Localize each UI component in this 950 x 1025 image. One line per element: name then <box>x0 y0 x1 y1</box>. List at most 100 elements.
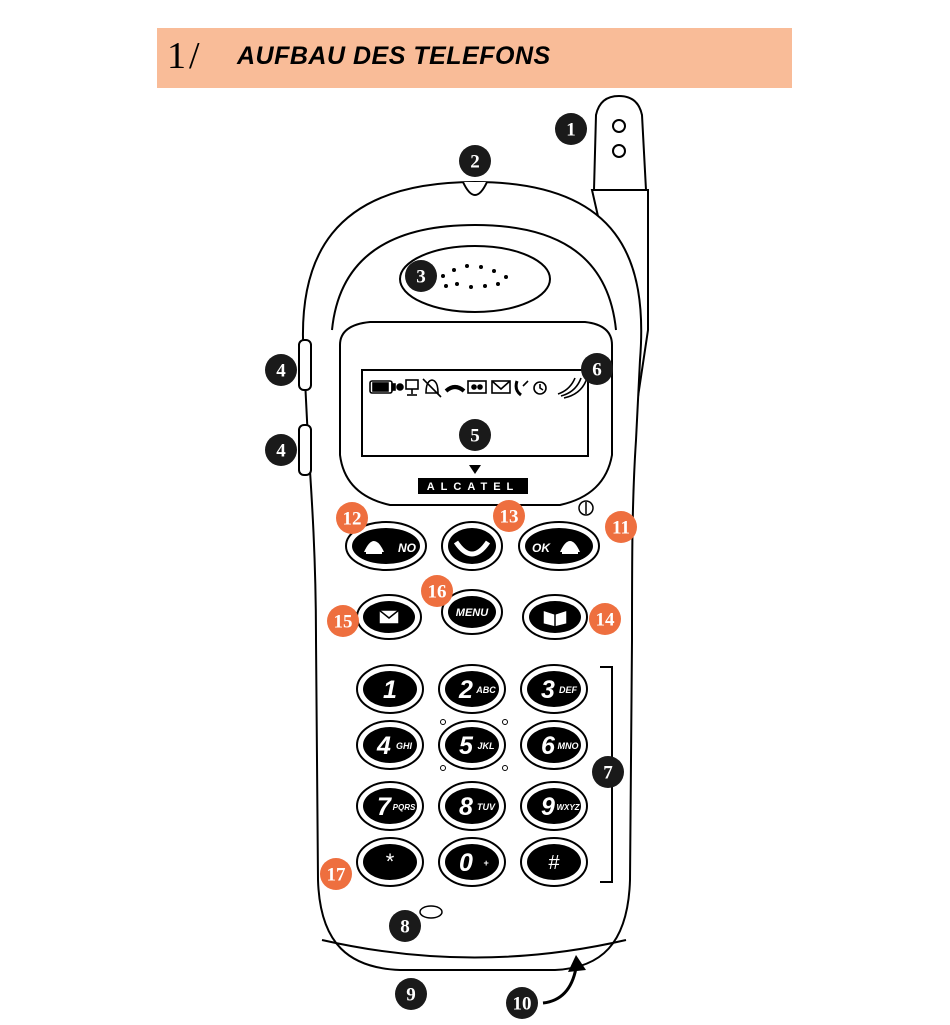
key-letters: GHI <box>396 741 413 751</box>
volume-up-button[interactable] <box>298 339 312 391</box>
numpad-key[interactable]: 1 <box>356 664 424 714</box>
key-letters: + <box>483 858 489 868</box>
key-digit: 8 <box>459 793 473 821</box>
callout-11: 11 <box>605 511 637 543</box>
callout-6: 6 <box>581 353 613 385</box>
callout-14: 14 <box>589 603 621 635</box>
antenna-hole-icon <box>612 144 626 158</box>
earpiece <box>399 245 551 313</box>
numpad-key[interactable]: * <box>356 837 424 887</box>
tactile-dot <box>502 719 508 725</box>
callout-number: 12 <box>343 509 362 530</box>
numpad-key[interactable]: 0+ <box>438 837 506 887</box>
navigation-arrow-icon <box>453 540 491 557</box>
callout-2: 2 <box>459 145 491 177</box>
pointer-triangle-icon <box>469 465 481 474</box>
volume-down-button[interactable] <box>298 424 312 476</box>
callout-number: 4 <box>276 361 286 382</box>
power-icon <box>578 500 594 516</box>
bell-off-icon <box>422 378 442 398</box>
callout-4: 4 <box>265 354 297 386</box>
callout-number: 8 <box>400 917 410 938</box>
key-letters: ABC <box>475 685 496 695</box>
section-number: 1/ <box>167 35 203 77</box>
key-digit: * <box>386 849 395 874</box>
key-digit: 3 <box>541 676 555 704</box>
battery-icon <box>369 380 404 394</box>
callout-number: 11 <box>612 518 630 539</box>
callout-number: 13 <box>500 507 519 528</box>
ok-key-label: OK <box>532 541 551 555</box>
key-letters: JKL <box>477 741 494 751</box>
computer-icon <box>405 379 419 396</box>
callout-15: 15 <box>327 605 359 637</box>
callout-number: 1 <box>566 120 576 141</box>
numpad-key[interactable]: 8 TUV <box>438 781 506 831</box>
key-digit: 0 <box>459 849 473 877</box>
navigation-key[interactable] <box>441 521 503 571</box>
callout-3: 3 <box>405 260 437 292</box>
key-digit: 1 <box>383 676 397 704</box>
tactile-dot <box>502 765 508 771</box>
envelope-icon <box>491 380 511 394</box>
callout-17: 17 <box>320 858 352 890</box>
key-digit: 9 <box>541 793 555 821</box>
callout-7: 7 <box>592 756 624 788</box>
numpad-key[interactable]: # <box>520 837 588 887</box>
display-window: ALCATEL <box>339 321 613 506</box>
key-digit: 5 <box>459 732 474 760</box>
section-header: 1/ AUFBAU DES TELEFONS <box>157 28 792 88</box>
voicemail-icon <box>467 380 487 394</box>
key-digit: 2 <box>458 676 473 704</box>
key-letters: MNO <box>558 741 579 751</box>
key-letters: TUV <box>477 802 496 812</box>
callout-4: 4 <box>265 434 297 466</box>
key-digit: 7 <box>377 793 392 821</box>
callout-12: 12 <box>336 502 368 534</box>
callout-number: 17 <box>327 865 347 886</box>
key-letters: PQRS <box>393 803 416 812</box>
callout-number: 14 <box>596 610 616 631</box>
callout-number: 7 <box>603 763 613 784</box>
callout-8: 8 <box>389 910 421 942</box>
callout-13: 13 <box>493 500 525 532</box>
callout-number: 4 <box>276 441 286 462</box>
key-digit: 6 <box>541 732 556 760</box>
callout-number: 15 <box>334 612 353 633</box>
key-digit: 4 <box>376 732 391 760</box>
alcatel-logo-text: ALCATEL <box>427 481 520 493</box>
clock-icon <box>533 381 547 395</box>
callout-number: 5 <box>470 426 480 447</box>
section-title: AUFBAU DES TELEFONS <box>237 42 551 70</box>
menu-key[interactable]: MENU <box>441 589 503 635</box>
callout-number: 2 <box>470 152 480 173</box>
callout-number: 9 <box>406 985 416 1006</box>
no-key[interactable]: NO <box>345 521 427 571</box>
callout-16: 16 <box>421 575 453 607</box>
phonebook-key[interactable] <box>522 594 588 640</box>
callout-number: 3 <box>416 267 426 288</box>
callout-9: 9 <box>395 978 427 1010</box>
callout-10: 10 <box>506 987 538 1019</box>
key-digit: # <box>548 852 560 874</box>
handset-icon <box>444 385 466 393</box>
menu-key-label: MENU <box>456 607 489 619</box>
callout-number: 16 <box>428 582 447 603</box>
antenna-hole-icon <box>612 119 626 133</box>
callout-5: 5 <box>459 419 491 451</box>
tactile-dot <box>440 765 446 771</box>
message-key[interactable] <box>356 594 422 640</box>
ok-key[interactable]: OK <box>518 521 600 571</box>
numpad-key[interactable]: 4 GHI <box>356 720 424 770</box>
call-forward-icon <box>514 380 529 397</box>
callout-number: 6 <box>592 360 602 381</box>
